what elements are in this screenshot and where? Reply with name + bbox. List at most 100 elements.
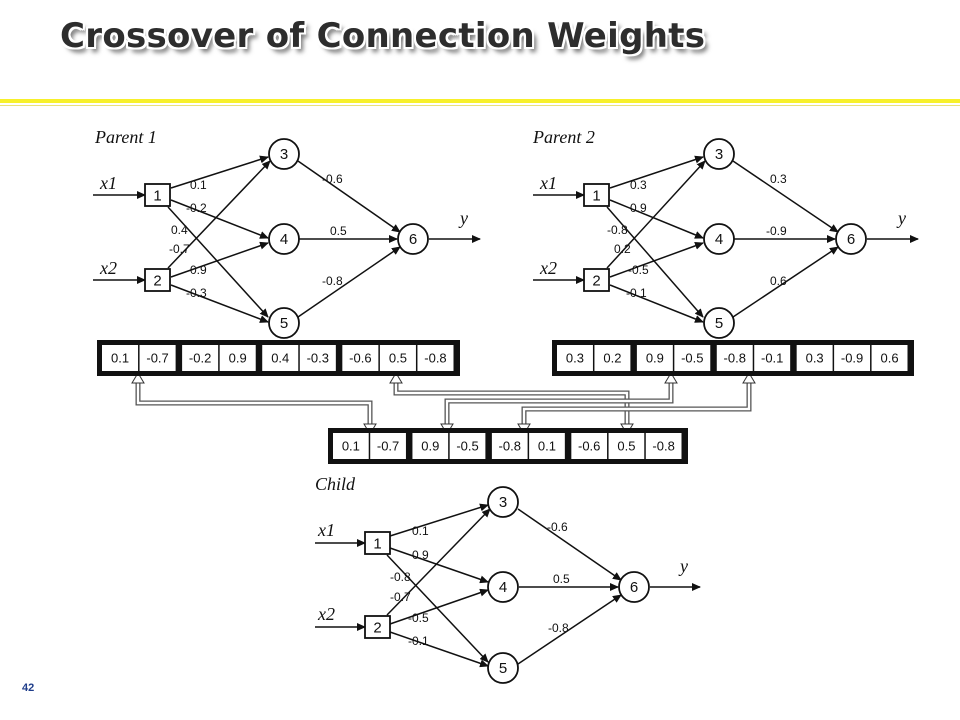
hidden-node: [268, 138, 300, 170]
gene-value: -0.2: [189, 351, 211, 366]
gene-value: -0.8: [424, 351, 446, 366]
weight-edge: [167, 160, 271, 269]
child-caption: Child: [315, 474, 356, 494]
input-label-x1: x1: [99, 173, 117, 193]
output-label: y: [458, 208, 468, 228]
gene-cell: [412, 433, 449, 459]
input-node-box: [144, 268, 171, 292]
title-underline-thin: [0, 105, 960, 106]
hidden-node: [268, 307, 300, 339]
weight-label: 0.1: [412, 524, 429, 538]
weight-label: -0.5: [628, 263, 649, 277]
gene-cell: [716, 345, 753, 371]
weight-label: -0.2: [186, 201, 207, 215]
output-node: [618, 571, 650, 603]
hidden-node: [268, 223, 300, 255]
weight-label: -0.8: [322, 274, 343, 288]
connector-arrowhead: [131, 372, 145, 384]
input-label-x1: x1: [539, 173, 557, 193]
hidden-node: [487, 486, 519, 518]
gene-cell: [449, 433, 486, 459]
hidden-node-label: 3: [499, 494, 507, 511]
weight-label: 0.1: [190, 178, 207, 192]
crossover-connector: [521, 380, 752, 428]
slide-title: Crossover of Connection Weights: [60, 16, 706, 56]
gene-value: -0.5: [456, 439, 478, 454]
input-node-box: [144, 183, 171, 207]
gene-value: 0.6: [880, 351, 898, 366]
gene-value: -0.6: [349, 351, 371, 366]
weight-label: -0.5: [408, 611, 429, 625]
title-underline: [0, 99, 960, 103]
weight-edge: [386, 508, 491, 616]
gene-cell: [417, 345, 454, 371]
gene-value: 0.1: [111, 351, 129, 366]
weight-label: 0.9: [412, 548, 429, 562]
hidden-node: [487, 571, 519, 603]
gene-cell: [754, 345, 791, 371]
hidden-node-label: 5: [715, 315, 723, 332]
gene-value: -0.9: [841, 351, 863, 366]
hidden-node: [703, 223, 735, 255]
gene-cell: [182, 345, 219, 371]
gene-cell: [379, 345, 416, 371]
input-node-label: 1: [373, 536, 381, 553]
input-node-label: 1: [153, 188, 161, 205]
weight-edge: [170, 241, 269, 278]
gene-value: 0.3: [566, 351, 584, 366]
input-node-label: 2: [153, 273, 161, 290]
hidden-node: [703, 307, 735, 339]
slide-number: 42: [22, 682, 35, 694]
gene-value: -0.8: [499, 439, 521, 454]
weight-edge: [732, 246, 839, 318]
weight-edge: [389, 503, 489, 537]
weight-label: -0.6: [322, 172, 343, 186]
gene-cell: [636, 345, 673, 371]
input-node-label: 1: [592, 188, 600, 205]
weight-edge: [386, 554, 489, 663]
hidden-node-label: 4: [715, 231, 723, 248]
crossover-connector: [445, 380, 673, 428]
gene-cell: [557, 345, 593, 371]
gene-value: -0.5: [681, 351, 703, 366]
output-label: y: [678, 556, 688, 576]
gene-value: -0.1: [761, 351, 783, 366]
weight-edge: [517, 594, 622, 665]
connector-arrowhead: [389, 372, 403, 384]
weight-label: -0.8: [607, 223, 628, 237]
weight-edge: [167, 206, 269, 318]
gene-cell: [571, 433, 608, 459]
weight-edge: [732, 160, 839, 233]
output-node-label: 6: [409, 231, 417, 248]
gene-cell: [139, 345, 176, 371]
gene-value: 0.1: [538, 439, 556, 454]
gene-cell: [674, 345, 711, 371]
gene-value: 0.5: [617, 439, 635, 454]
gene-cell: [299, 345, 336, 371]
weight-label: -0.1: [408, 634, 429, 648]
weight-label: -0.1: [626, 286, 647, 300]
gene-value: 0.5: [389, 351, 407, 366]
weight-edge: [389, 631, 489, 668]
weight-edge: [606, 160, 706, 269]
input-label-x2: x2: [317, 604, 335, 624]
weight-edge: [609, 241, 704, 278]
gene-cell: [102, 345, 139, 371]
weight-edge: [389, 547, 489, 584]
weight-label: -0.7: [390, 590, 411, 604]
weight-label: 0.4: [171, 223, 188, 237]
hidden-node-label: 5: [499, 660, 507, 677]
weight-label: 0.5: [330, 224, 347, 238]
crossover-connectors: [131, 372, 756, 435]
gene-cell: [370, 433, 406, 459]
input-node-box: [364, 531, 391, 555]
gene-cell: [608, 433, 645, 459]
output-node: [397, 223, 429, 255]
parent2-network: Parent 2 x1 x2 y 1 2 3 4 5 6 0.3 0.9 -0.…: [532, 127, 919, 339]
input-node-box: [583, 268, 610, 292]
gene-cell: [219, 345, 256, 371]
weight-edge: [517, 508, 622, 581]
